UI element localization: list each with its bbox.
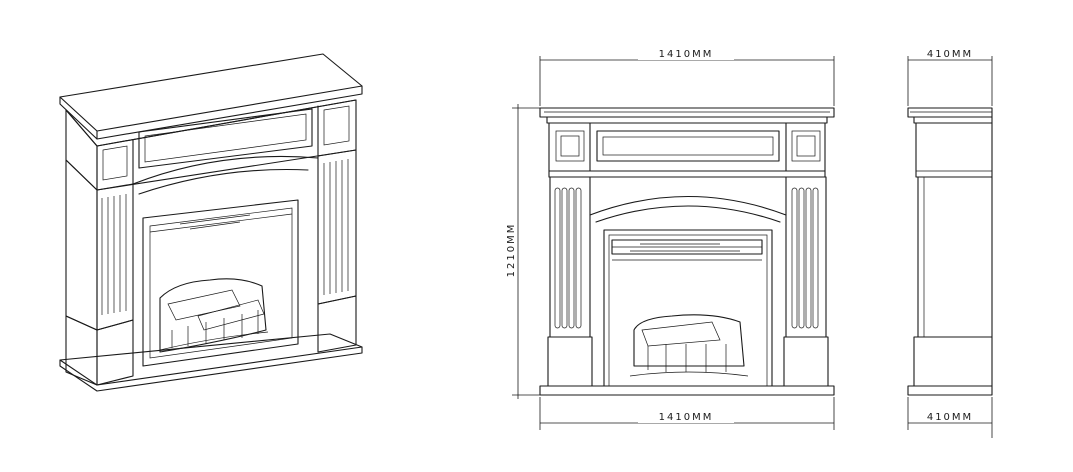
front-width-top-label: 1410MM [659,49,714,60]
label-backdrop-top [638,46,734,60]
perspective-view [59,53,363,392]
front-height-label: 1210MM [506,223,517,278]
front-width-bottom-label: 1410MM [659,412,714,423]
side-dimensions [907,56,993,438]
side-view [907,107,993,396]
side-depth-top-label: 410MM [927,49,973,60]
front-view [539,107,835,396]
label-backdrop-bottom [638,409,734,423]
side-depth-bottom-label: 410MM [927,412,973,423]
